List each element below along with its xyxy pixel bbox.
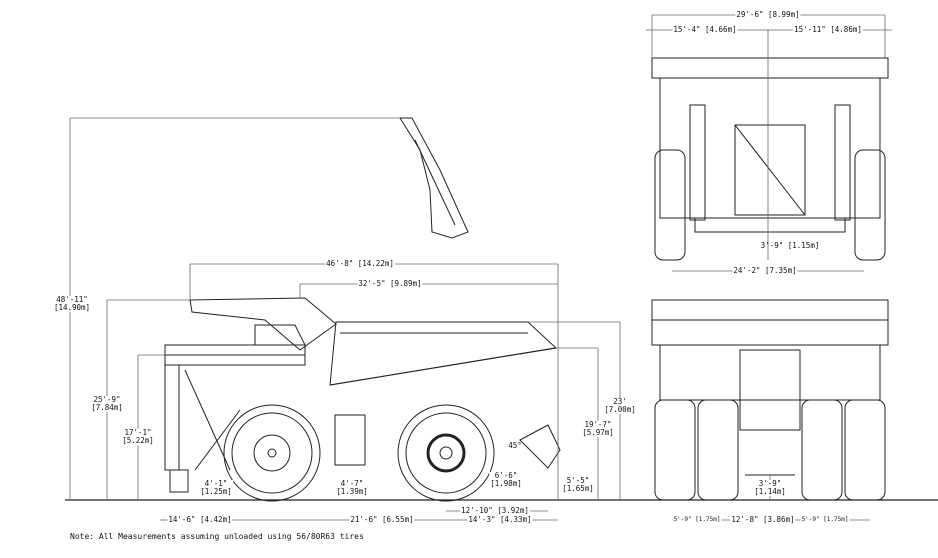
dump-angle-label: 45° [508, 441, 522, 450]
overall-length-label: 46'-8" [14.22m] [325, 259, 395, 268]
bucket [519, 424, 561, 469]
ladder [164, 364, 180, 471]
raised-dump-body [399, 117, 469, 239]
overall-width-label: 29'-6" [8.99m] [735, 10, 801, 19]
rear-view-truck [651, 299, 889, 501]
rear-wheel [397, 404, 495, 502]
canopy-height-label: 25'-9"[7.84m] [90, 395, 124, 412]
body-length-label: 32'-5" [9.89m] [357, 279, 423, 288]
measurement-note: Note: All Measurements assuming unloaded… [70, 532, 364, 541]
loading-height-label: 23'[7.00m] [603, 397, 637, 414]
dump-height-label: 19'-7"[5.97m] [581, 420, 615, 437]
front-wheel [223, 404, 321, 502]
cab [254, 324, 306, 346]
wheelbase-label: 21'-6" [6.55m] [349, 515, 415, 524]
rear-right-tire-label: 5'-9" [1.75m] [800, 516, 850, 524]
track-width-label: 12'-8" [3.86m] [730, 515, 796, 524]
rear-overhang-dump-label: 12'-10" [3.92m] [460, 506, 530, 515]
tire-width-label: 24'-2" [7.35m] [732, 266, 798, 275]
canopy [189, 297, 337, 351]
front-ground-clearance-label: 3'-9" [1.15m] [760, 241, 820, 250]
raised-height-label: 48'-11"[14.90m] [52, 295, 92, 312]
side-dimension-lines [69, 117, 621, 521]
front-overhang-label: 14'-6" [4.42m] [167, 515, 233, 524]
dump-clearance-label: 5'-5"[1.65m] [561, 476, 595, 493]
right-half-width-label: 15'-11" [4.86m] [793, 25, 863, 34]
rear-clearance-label: 6'-6"[1.98m] [489, 471, 523, 488]
front-clearance-label: 4'-1"[1.25m] [199, 479, 233, 496]
deck-height-label: 17'-1"[5.22m] [121, 428, 155, 445]
axle-clearance-label: 3'-9"[1.14m] [753, 479, 787, 496]
rear-left-tire-label: 5'-9" [1.75m] [672, 516, 722, 524]
under-clearance-label: 4'-7"[1.39m] [335, 479, 369, 496]
left-half-width-label: 15'-4" [4.66m] [672, 25, 738, 34]
front-view-truck [651, 57, 889, 261]
rear-overhang-label: 14'-3" [4.33m] [467, 515, 533, 524]
